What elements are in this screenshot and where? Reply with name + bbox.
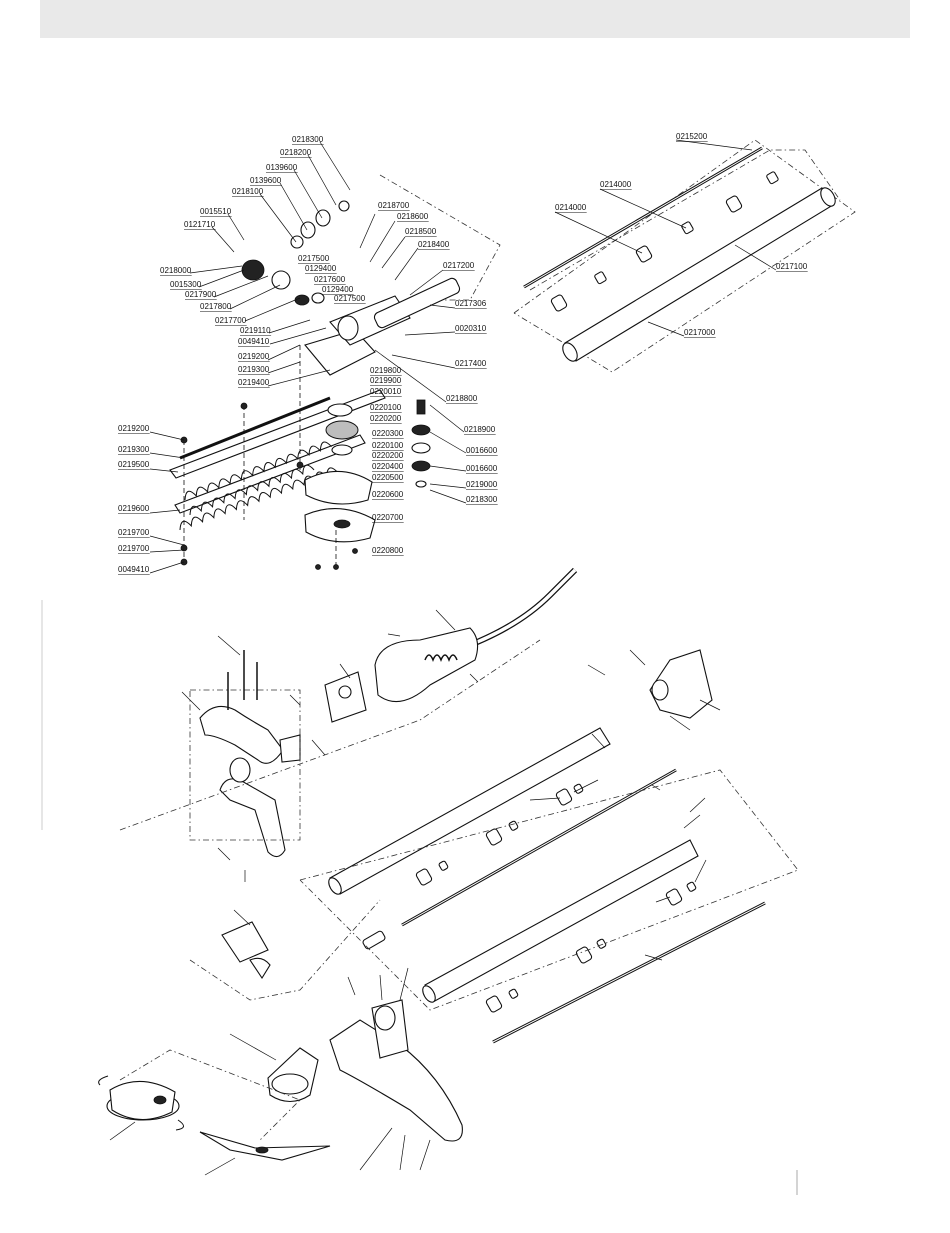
label-hedge-3: 0139600 xyxy=(250,176,282,185)
label-hedge-31: 0219900 xyxy=(370,376,402,385)
brushcutter-leaders xyxy=(109,609,798,1195)
label-hedge-8: 0015300 xyxy=(170,280,202,289)
label-hedge-2: 0139600 xyxy=(266,163,298,172)
label-hedge-22: 0218400 xyxy=(418,240,450,249)
brushcutter-assembly xyxy=(41,567,799,1195)
label-hedge-47: 0219000 xyxy=(466,480,498,489)
part-number-labels-shaft: 0215200 0214000 0214000 0217100 0217000 xyxy=(555,132,808,338)
label-hedge-19: 0218700 xyxy=(378,201,410,210)
label-hedge-33: 0220100 xyxy=(370,403,402,412)
label-hedge-11: 0217700 xyxy=(215,316,247,325)
label-hedge-15: 0129400 xyxy=(305,264,337,273)
hedge-labels-left xyxy=(149,141,351,574)
label-hedge-9: 0217900 xyxy=(185,290,217,299)
label-hedge-45: 0016600 xyxy=(466,446,498,455)
label-hedge-38: 0220200 xyxy=(372,451,404,460)
label-hedge-36: 0220300 xyxy=(372,429,404,438)
label-hedge-53: 0219700 xyxy=(118,528,150,537)
label-hedge-39: 0220400 xyxy=(372,462,404,471)
label-hedge-1: 0218200 xyxy=(280,148,312,157)
label-hedge-4: 0218100 xyxy=(232,187,264,196)
label-hedge-51: 0219500 xyxy=(118,460,150,469)
label-hedge-46: 0016600 xyxy=(466,464,498,473)
label-hedge-12: 0219110 xyxy=(240,326,271,335)
label-hedge-6: 0121710 xyxy=(184,220,216,229)
label-hedge-42: 0220700 xyxy=(372,513,404,522)
label-hedge-50: 0219300 xyxy=(118,445,150,454)
label-hedge-25: 0020310 xyxy=(455,324,487,333)
label-hedge-35: 0218800 xyxy=(446,394,478,403)
label-hedge-44: 0218900 xyxy=(464,425,496,434)
shaft-assembly xyxy=(513,139,856,373)
label-hedge-37: 0220100 xyxy=(372,441,404,450)
label-hedge-24: 0217306 xyxy=(455,299,487,308)
label-hedge-5: 0015510 xyxy=(200,207,232,216)
label-hedge-55: 0049410 xyxy=(118,565,150,574)
label-0214000-b: 0214000 xyxy=(555,203,587,212)
label-0217100: 0217100 xyxy=(776,262,808,271)
label-hedge-41: 0220600 xyxy=(372,490,404,499)
label-hedge-43: 0220800 xyxy=(372,546,404,555)
label-hedge-48: 0218300 xyxy=(466,495,498,504)
label-hedge-14: 0217500 xyxy=(298,254,330,263)
label-hedge-21: 0218500 xyxy=(405,227,437,236)
label-hedge-30: 0219800 xyxy=(370,366,402,375)
label-hedge-29: 0217400 xyxy=(455,359,487,368)
label-hedge-18: 0217500 xyxy=(334,294,366,303)
label-0215200: 0215200 xyxy=(676,132,708,141)
label-hedge-26: 0219200 xyxy=(238,352,270,361)
label-hedge-13: 0049410 xyxy=(238,337,270,346)
label-hedge-7: 0218000 xyxy=(160,266,192,275)
label-hedge-0: 0218300 xyxy=(292,135,324,144)
part-number-labels-hedge: 0218300 0218200 0139600 0139600 0218100 … xyxy=(118,135,498,575)
label-hedge-52: 0219600 xyxy=(118,504,150,513)
hedge-labels-right xyxy=(359,213,467,504)
label-0214000-a: 0214000 xyxy=(600,180,632,189)
label-hedge-28: 0219400 xyxy=(238,378,270,387)
hedge-trimmer-head xyxy=(149,141,501,574)
label-hedge-32: 0220010 xyxy=(370,387,402,396)
label-0217000: 0217000 xyxy=(684,328,716,337)
label-hedge-17: 0129400 xyxy=(322,285,354,294)
label-hedge-10: 0217800 xyxy=(200,302,232,311)
label-hedge-23: 0217200 xyxy=(443,261,475,270)
label-hedge-54: 0219700 xyxy=(118,544,150,553)
label-hedge-34: 0220200 xyxy=(370,414,402,423)
label-hedge-27: 0219300 xyxy=(238,365,270,374)
header-bar xyxy=(40,0,910,38)
label-hedge-49: 0219200 xyxy=(118,424,150,433)
label-hedge-40: 0220500 xyxy=(372,473,404,482)
label-hedge-20: 0218600 xyxy=(397,212,429,221)
label-hedge-16: 0217600 xyxy=(314,275,346,284)
